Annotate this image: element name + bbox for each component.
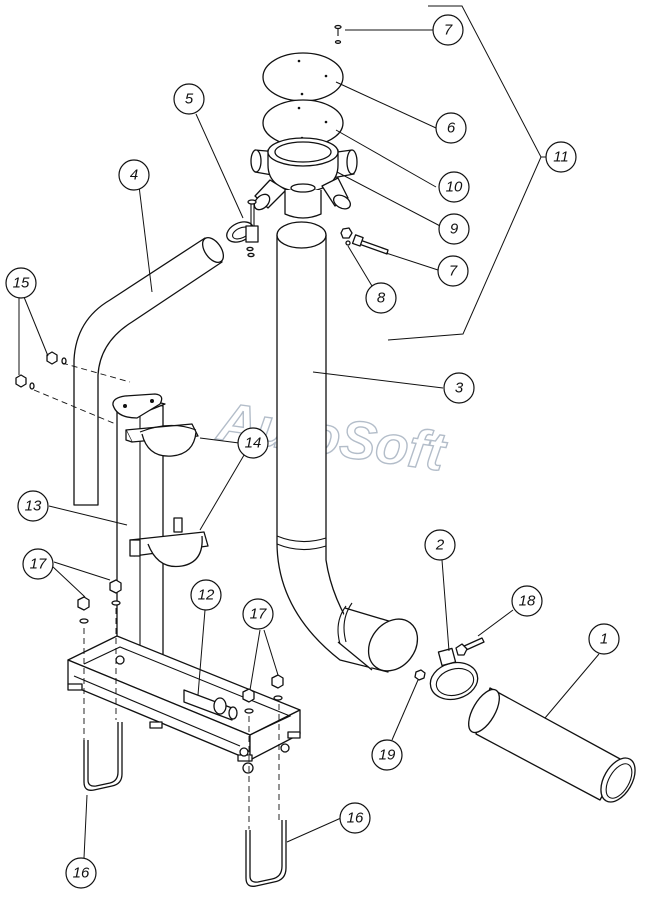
small-bolt-top: [334, 24, 342, 44]
svg-text:19: 19: [379, 747, 396, 764]
svg-text:16: 16: [347, 810, 364, 827]
bracket-clamp-upper: [125, 423, 199, 457]
callout-15: 15: [5, 267, 37, 299]
callout-5: 5: [173, 83, 205, 115]
svg-text:9: 9: [450, 221, 459, 238]
svg-text:7: 7: [444, 22, 453, 39]
svg-text:12: 12: [198, 587, 215, 604]
nut-8: [340, 227, 353, 246]
nuts-17-right: [242, 674, 284, 714]
clamp-band: [429, 647, 479, 701]
callout-2: 2: [424, 529, 456, 561]
callout-1: 1: [588, 623, 620, 655]
rain-cap-disc: [262, 52, 344, 102]
callout-14: 14: [237, 427, 269, 459]
callout-18: 18: [511, 585, 543, 617]
cross-fitting: [250, 137, 358, 219]
u-bolt-right: [245, 820, 287, 887]
callout-10: 10: [438, 171, 470, 203]
callout-16-right: 16: [339, 802, 371, 834]
svg-text:11: 11: [553, 149, 569, 166]
pipe-extension: [468, 687, 636, 803]
clamp-top: [226, 199, 259, 258]
svg-text:3: 3: [455, 380, 464, 397]
callout-17-right: 17: [242, 598, 274, 630]
callout-11: 11: [545, 141, 577, 173]
callout-19: 19: [371, 739, 403, 771]
callout-8: 8: [365, 282, 397, 314]
svg-text:18: 18: [519, 593, 536, 610]
svg-text:17: 17: [30, 556, 47, 573]
svg-text:6: 6: [447, 120, 456, 137]
svg-text:16: 16: [73, 865, 90, 882]
callout-3: 3: [443, 372, 475, 404]
bracket-clamp-lower: [129, 517, 209, 568]
callout-7-top: 7: [432, 14, 464, 46]
svg-text:5: 5: [185, 91, 194, 108]
svg-text:13: 13: [25, 498, 42, 515]
curved-tube: [73, 236, 225, 506]
base-frame: [67, 635, 301, 774]
hidden-axis-1: [61, 362, 131, 383]
hardware-15: [15, 351, 67, 390]
top-plate: [112, 393, 163, 419]
callout-4: 4: [118, 159, 150, 191]
exhaust-pipe-main: [276, 221, 420, 673]
callout-17-left: 17: [22, 548, 54, 580]
callout-16-left: 16: [65, 857, 97, 889]
svg-text:8: 8: [377, 290, 386, 307]
svg-text:7: 7: [449, 263, 458, 280]
nut-19: [414, 669, 426, 681]
svg-text:15: 15: [13, 275, 30, 292]
svg-text:10: 10: [446, 179, 463, 196]
leader-lines: [18, 29, 600, 859]
bolt-side: [351, 234, 389, 255]
nuts-17-left: [77, 579, 122, 624]
u-bolt-left: [83, 722, 123, 791]
svg-text:17: 17: [250, 606, 267, 623]
svg-text:2: 2: [435, 537, 445, 554]
callout-12: 12: [190, 579, 222, 611]
bolt-18: [455, 637, 485, 656]
svg-text:14: 14: [245, 435, 262, 452]
hidden-axis-2: [33, 389, 131, 431]
callout-7-side: 7: [437, 255, 469, 287]
svg-text:1: 1: [600, 631, 608, 648]
svg-text:4: 4: [130, 167, 138, 184]
callout-13: 13: [17, 490, 49, 522]
callout-6: 6: [435, 112, 467, 144]
callout-9: 9: [438, 213, 470, 245]
